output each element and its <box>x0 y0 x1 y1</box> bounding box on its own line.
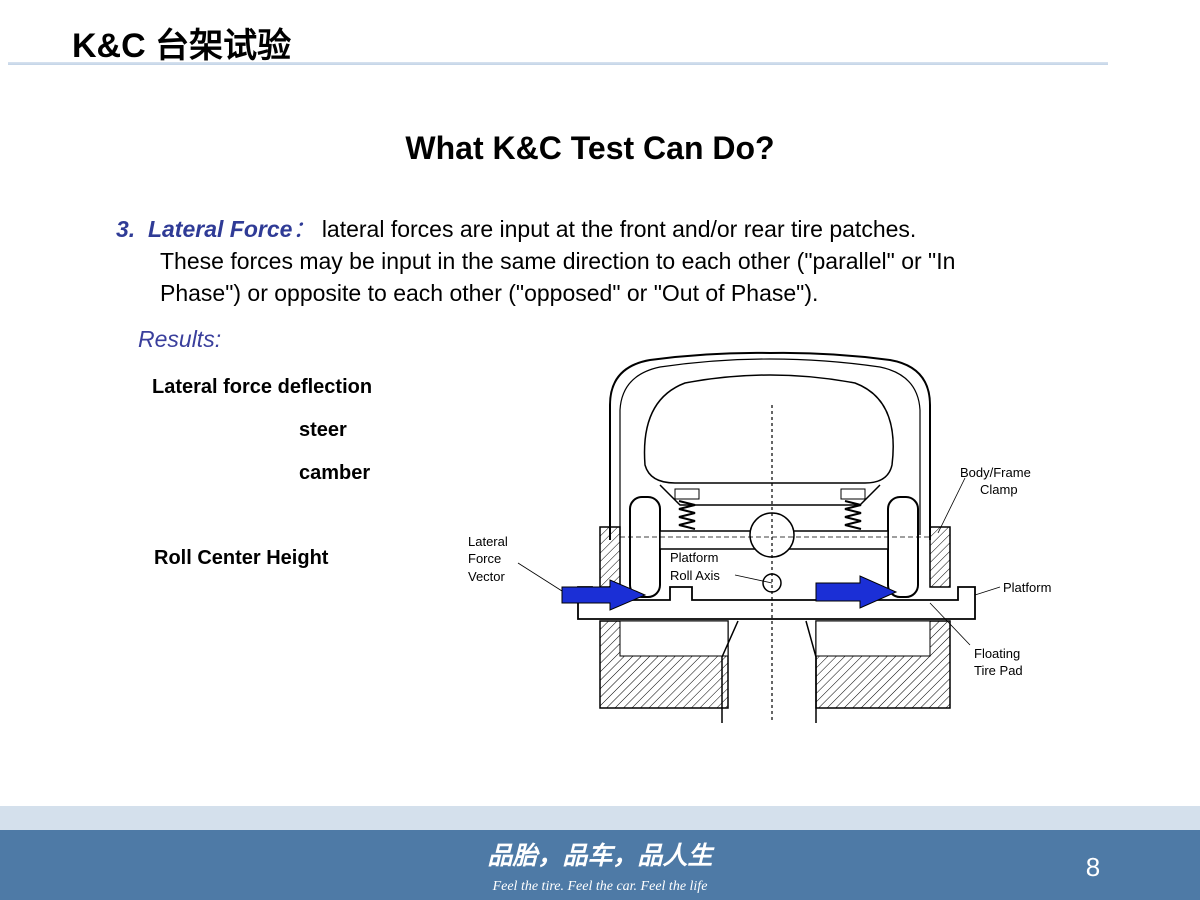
right-spring-mount <box>840 488 866 500</box>
lateral-force-arrow-right <box>815 575 898 609</box>
result-roll-center-height: Roll Center Height <box>154 547 329 569</box>
label-lateral-force-vector: Lateral <box>468 534 508 549</box>
label-body-frame-clamp: Body/Frame <box>960 465 1031 480</box>
left-spring-mount <box>674 488 700 500</box>
left-body-clamp <box>599 526 621 588</box>
item-text-line2: These forces may be input in the same di… <box>160 248 956 274</box>
page-number: 8 <box>1085 852 1101 882</box>
left-base-inner <box>619 620 729 657</box>
leader-platform <box>974 586 1001 596</box>
vehicle-body-inner <box>619 358 921 535</box>
item-colon: ： <box>292 216 316 242</box>
footer-accent-strip <box>0 806 1200 830</box>
title-divider <box>8 62 1108 65</box>
section-heading: What K&C Test Can Do? <box>405 130 775 166</box>
footer-slogan-cn: 品胎，品车，品人生 <box>487 841 713 870</box>
kc-rig-diagram: Lateral Force Vector Platform Roll Axis … <box>468 351 1051 723</box>
item-term: Lateral Force <box>147 216 293 242</box>
leader-lateral-force <box>517 562 563 592</box>
left-spring <box>678 500 696 530</box>
leader-tire-pad <box>929 602 971 646</box>
result-camber: camber <box>299 462 371 484</box>
label-floating-tire-pad: Floating <box>974 646 1020 661</box>
lateral-force-paragraph: 3. Lateral Force： lateral forces are inp… <box>116 213 1116 309</box>
label-lateral-force-vector-3: Vector <box>468 569 506 584</box>
footer-bar <box>0 830 1200 900</box>
center-pedestal <box>721 620 817 723</box>
leader-roll-axis <box>734 574 773 584</box>
item-number: 3. <box>116 216 136 242</box>
leader-body-clamp <box>937 477 966 534</box>
item-text: lateral forces are input at the front an… <box>321 216 917 242</box>
vehicle-floor <box>659 484 881 506</box>
right-body-clamp <box>929 526 951 588</box>
lateral-force-arrow-left <box>561 579 647 611</box>
slide-title: K&C 台架试验 <box>72 27 292 65</box>
label-floating-tire-pad-2: Tire Pad <box>974 663 1023 678</box>
label-platform-roll-axis-2: Roll Axis <box>670 568 720 583</box>
result-steer: steer <box>299 419 347 441</box>
right-spring <box>844 500 862 530</box>
label-platform: Platform <box>1003 580 1051 595</box>
footer-slogan-en: Feel the tire. Feel the car. Feel the li… <box>492 879 708 894</box>
results-label: Results: <box>138 326 222 352</box>
vehicle-body-outline <box>609 351 931 540</box>
label-platform-roll-axis: Platform <box>670 550 718 565</box>
right-wheel <box>887 496 919 598</box>
vehicle-cabin <box>643 374 894 484</box>
label-lateral-force-vector-2: Force <box>468 551 501 566</box>
label-body-frame-clamp-2: Clamp <box>980 482 1018 497</box>
item-text-line3: Phase") or opposite to each other ("oppo… <box>160 280 819 306</box>
left-wheel <box>629 496 661 598</box>
right-base-inner <box>815 620 931 657</box>
result-lateral-force-deflection: Lateral force deflection <box>152 376 373 398</box>
